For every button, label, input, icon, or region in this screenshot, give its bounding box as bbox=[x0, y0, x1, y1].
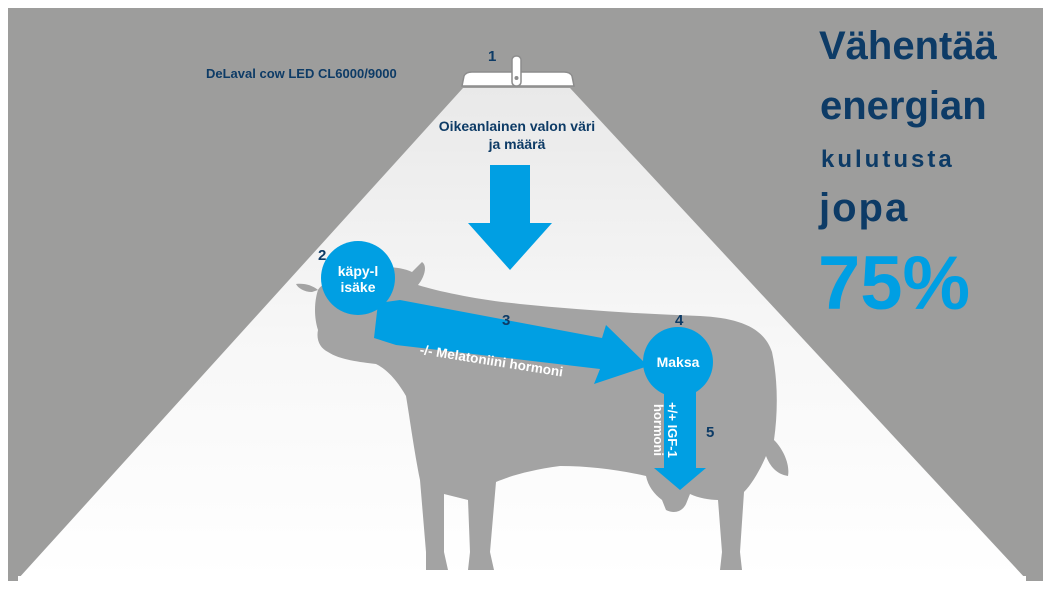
igf-label-line1: +/+ IGF-1 bbox=[665, 402, 680, 458]
headline-line3: kulutusta bbox=[821, 146, 955, 173]
headline-line2: energian bbox=[820, 84, 987, 128]
step-number-4: 4 bbox=[675, 312, 684, 329]
liver-label: Maksa bbox=[656, 354, 700, 370]
liver-circle bbox=[643, 327, 713, 397]
step-number-1: 1 bbox=[488, 48, 497, 65]
headline-line1: Vähentää bbox=[819, 24, 997, 68]
step-number-3: 3 bbox=[502, 312, 511, 329]
lamp-label: DeLaval cow LED CL6000/9000 bbox=[206, 66, 397, 81]
pineal-label: käpy-lisäke bbox=[337, 263, 379, 295]
pineal-circle bbox=[321, 241, 395, 315]
led-lamp-icon bbox=[461, 55, 575, 87]
igf-arrow bbox=[654, 392, 706, 490]
igf-label-line2: hormoni bbox=[651, 404, 666, 456]
step-number-5: 5 bbox=[706, 424, 715, 441]
step-number-2: 2 bbox=[318, 247, 327, 264]
floor-strip bbox=[18, 576, 1026, 581]
igf-label: +/+ IGF-1 hormoni bbox=[651, 390, 680, 470]
headline-line4: jopa bbox=[819, 186, 910, 230]
light-down-arrow bbox=[468, 165, 552, 270]
light-caption: Oikeanlainen valon väri ja määrä bbox=[438, 118, 596, 152]
headline-percent: 75% bbox=[818, 241, 971, 326]
melatonin-arrow bbox=[374, 300, 648, 384]
